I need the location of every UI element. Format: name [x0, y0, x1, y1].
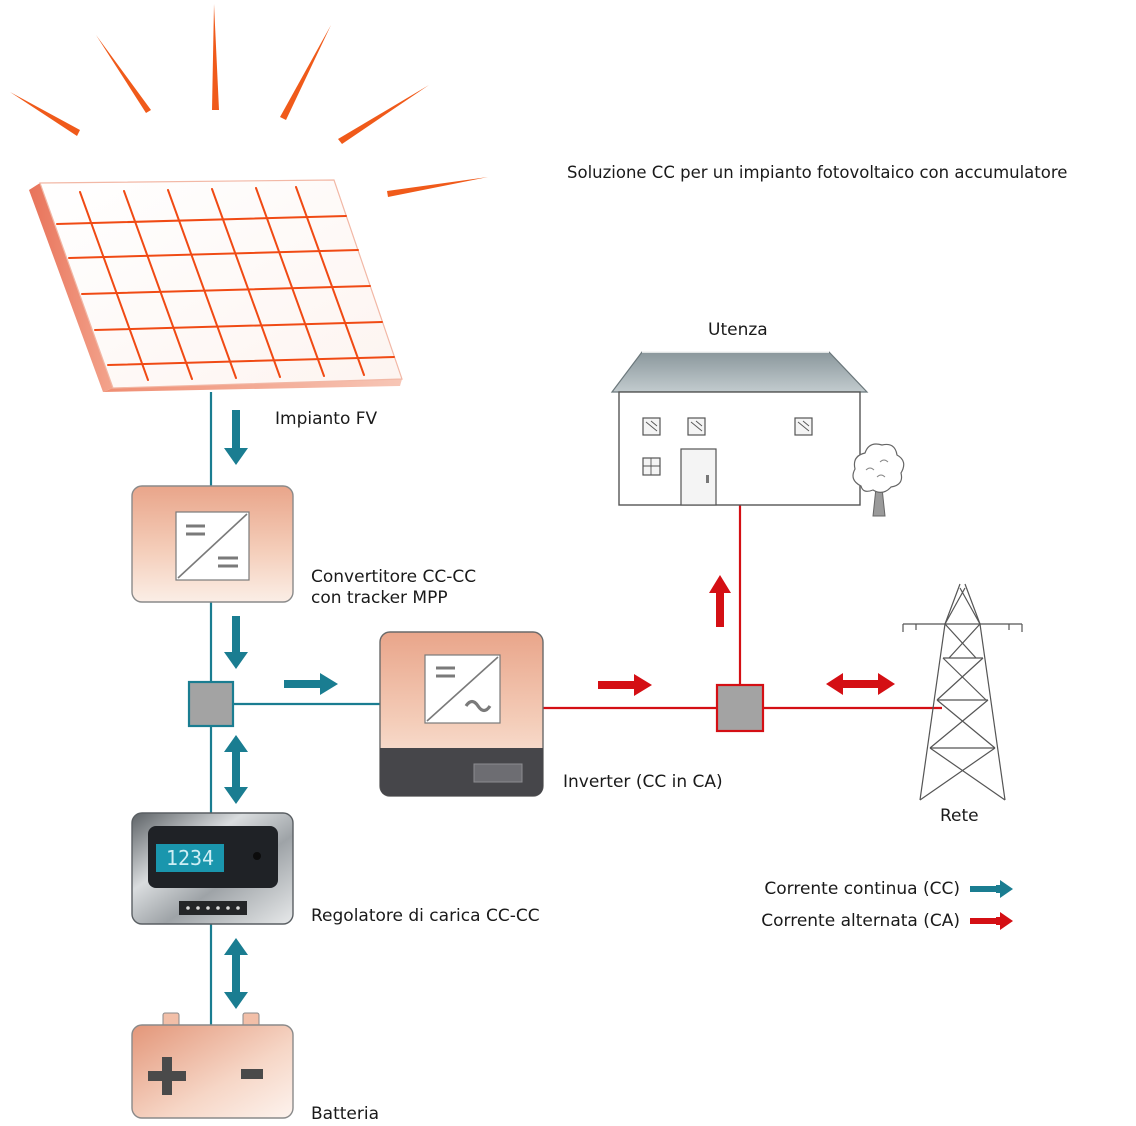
inverter-box — [379, 631, 544, 797]
battery-negative-icon — [241, 1069, 263, 1079]
dc-arrow-bidirectional-icon — [224, 735, 248, 804]
legend-ac-arrow-icon — [970, 912, 1013, 930]
solar-panel-icon — [29, 179, 403, 392]
ac-arrow-right-icon — [598, 674, 652, 696]
diagram-title: Soluzione CC per un impianto fotovoltaic… — [567, 163, 1068, 182]
ac-arrow-up-icon — [709, 575, 731, 627]
charge-regulator-box: 1234 — [131, 812, 294, 925]
legend-dc-arrow-icon — [970, 880, 1013, 898]
regulator-knob-icon — [253, 852, 261, 860]
dc-lines — [209, 392, 380, 1027]
house-icon — [610, 351, 869, 506]
dc-arrow-right-icon — [284, 673, 338, 695]
dc-dc-converter-label: Convertitore CC-CC con tracker MPP — [311, 567, 476, 609]
dc-dc-converter-label-line-2: con tracker MPP — [311, 588, 448, 608]
dc-dc-converter-box — [131, 485, 294, 603]
battery-icon — [131, 1012, 294, 1119]
dc-arrow-down-icon — [224, 616, 248, 669]
consumer-label: Utenza — [708, 320, 768, 340]
power-pylon-icon — [902, 583, 1023, 801]
ac-junction-box — [715, 683, 765, 733]
battery-positive-icon — [148, 1057, 186, 1095]
dc-dc-converter-label-line-1: Convertitore CC-CC — [311, 567, 477, 587]
sun-rays-icon — [10, 4, 488, 197]
legend-dc-label: Corrente continua (CC) — [764, 879, 960, 899]
regulator-display-text: 1234 — [166, 846, 214, 870]
grid-label: Rete — [940, 806, 979, 826]
pv-array-label: Impianto FV — [275, 409, 378, 429]
legend-ac-label: Corrente alternata (CA) — [761, 911, 960, 931]
inverter-label: Inverter (CC in CA) — [563, 772, 723, 792]
dc-junction-box — [187, 680, 235, 728]
dc-arrow-bidirectional-icon — [224, 938, 248, 1009]
dc-arrow-down-icon — [224, 410, 248, 465]
charge-regulator-label: Regolatore di carica CC-CC — [311, 906, 540, 926]
ac-lines — [543, 505, 942, 710]
tree-icon — [852, 443, 905, 517]
battery-label: Batteria — [311, 1104, 379, 1124]
ac-arrow-bidirectional-icon — [826, 673, 895, 695]
